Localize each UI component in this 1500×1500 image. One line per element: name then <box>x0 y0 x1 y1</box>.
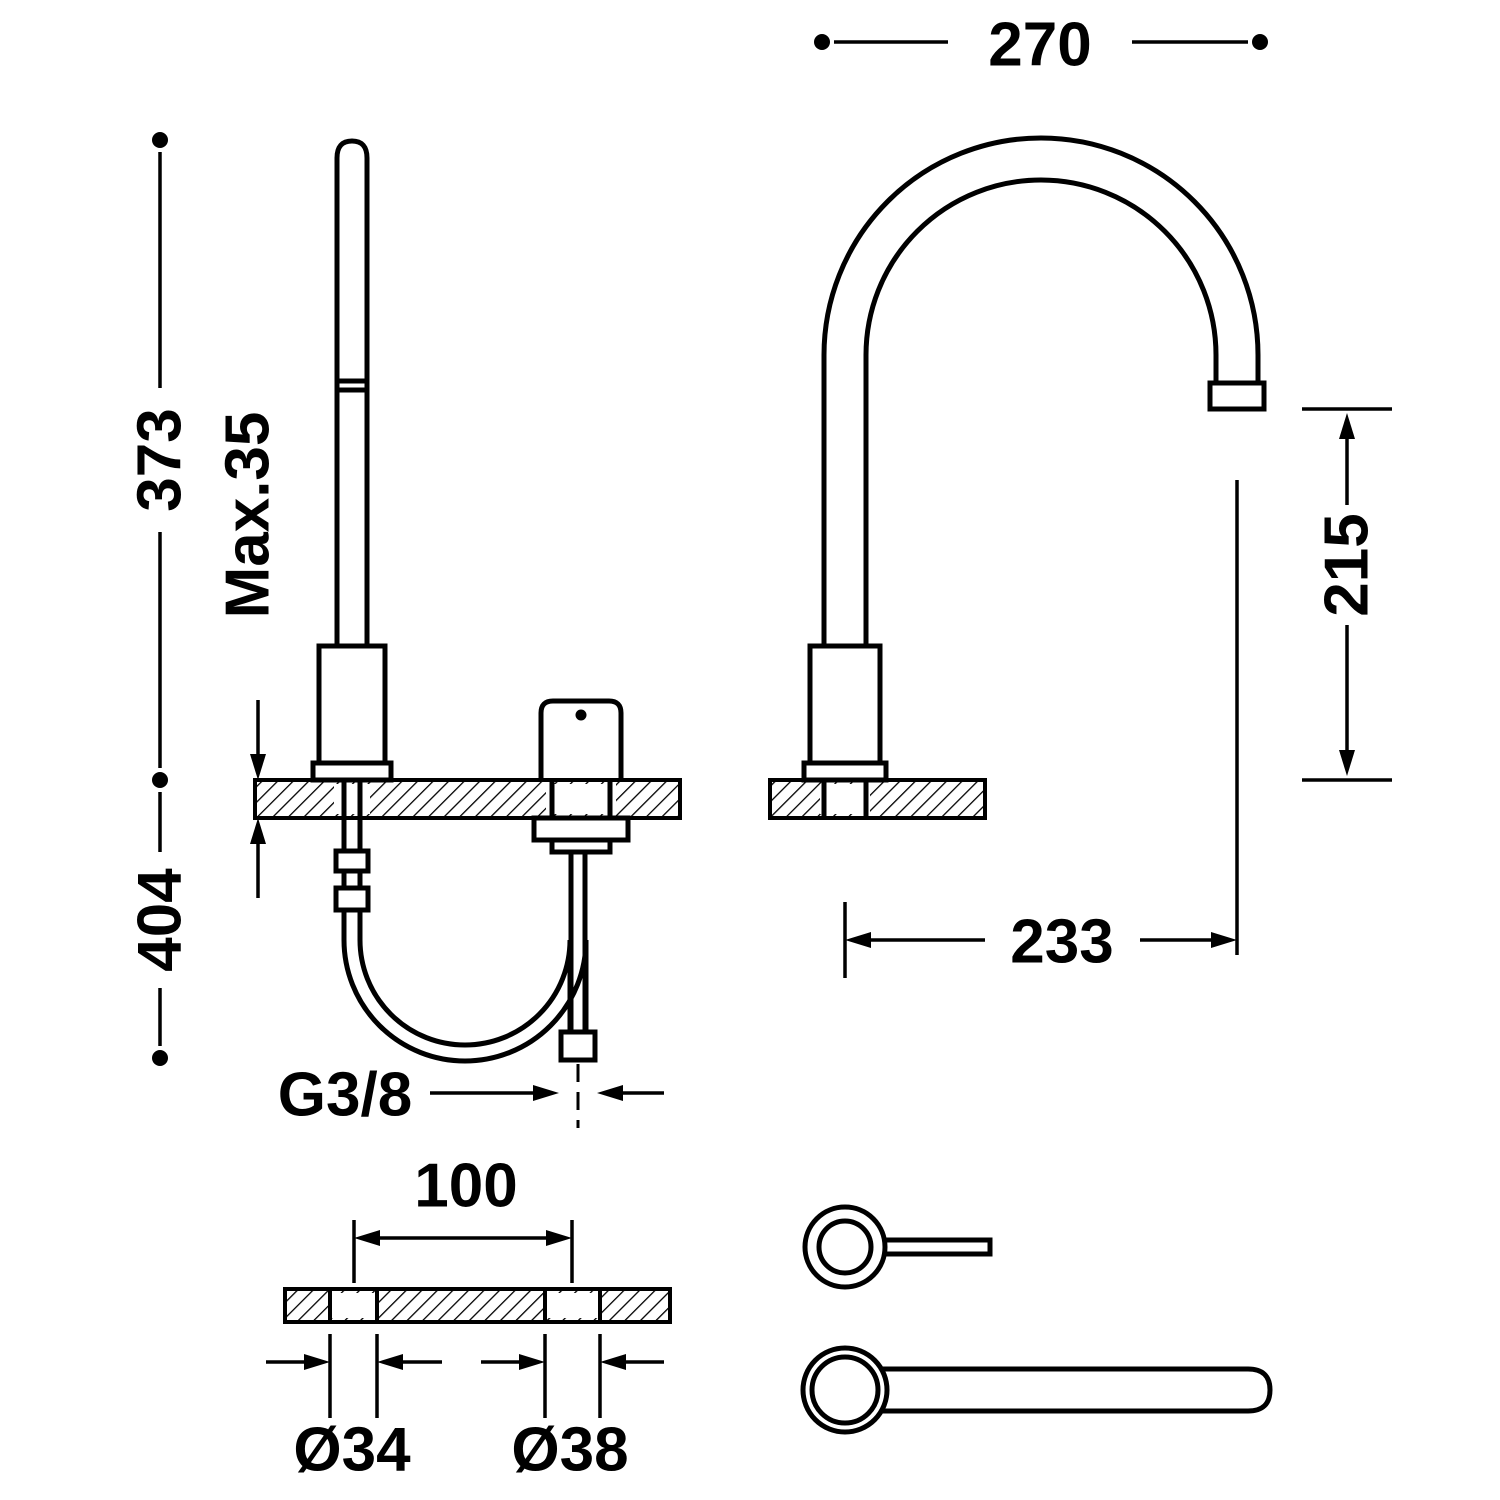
gooseneck-inner <box>863 177 1219 646</box>
deck-hole-gap <box>332 1293 375 1318</box>
shank-nut-lower <box>333 885 371 913</box>
counter-hole-gap <box>334 784 370 814</box>
supply-connector <box>558 1029 598 1063</box>
arrowhead-left <box>845 932 871 948</box>
arrowhead-left <box>354 1230 380 1246</box>
counter-section <box>253 778 682 820</box>
handle-ring-inner <box>816 1218 874 1276</box>
valve-mount-nut <box>531 815 631 843</box>
arrowhead-left <box>377 1354 403 1370</box>
dim-g38 <box>430 1085 664 1101</box>
front-view-counter <box>768 778 987 820</box>
arrowhead-left <box>597 1085 623 1101</box>
dim-d34-label: Ø34 <box>293 1416 411 1485</box>
reference-dot <box>814 34 830 50</box>
arrowhead-down <box>250 754 266 780</box>
counter-section <box>768 778 987 820</box>
shank-nut-upper <box>333 848 371 874</box>
dim-hole-diameters <box>266 1334 664 1418</box>
handle-set-screw <box>575 709 587 721</box>
spout-base-flange <box>310 760 394 783</box>
arrowhead-right <box>533 1085 559 1101</box>
reference-dot <box>152 1050 168 1066</box>
arrowhead-up <box>250 818 266 844</box>
dim-373-label: 373 <box>126 408 195 511</box>
dim-d38-label: Ø38 <box>511 1416 628 1485</box>
arrowhead-right <box>519 1354 545 1370</box>
arrowhead-left <box>600 1354 626 1370</box>
dim-max35 <box>250 700 266 898</box>
deck-hole-gap <box>547 1293 598 1318</box>
dim-100-label: 100 <box>414 1152 517 1221</box>
reference-dot <box>152 772 168 788</box>
hose-inner <box>357 910 573 1048</box>
handle-collar-outer <box>800 1345 890 1435</box>
counter-hole-gap <box>820 784 870 814</box>
spout-tube-outline <box>334 138 370 648</box>
plan-view-deck <box>283 1287 672 1324</box>
dim-g38-label: G3/8 <box>278 1061 412 1130</box>
arrowhead-right <box>1211 932 1237 948</box>
reference-dot <box>152 132 168 148</box>
dim-404-label: 404 <box>126 868 195 972</box>
side-view-undercounter <box>333 780 631 1128</box>
arrowhead-right <box>546 1230 572 1246</box>
handle-body <box>538 698 624 780</box>
hose-outer <box>341 910 589 1064</box>
counter-hole-gap <box>546 784 616 814</box>
dim-100 <box>352 1220 574 1283</box>
side-view-counter <box>253 778 682 820</box>
dim-233-label: 233 <box>1010 908 1113 977</box>
arrowhead-up <box>1339 413 1355 439</box>
arrowhead-right <box>304 1354 330 1370</box>
dim-233 <box>843 480 1239 978</box>
handle-lever-side <box>845 1366 1273 1414</box>
dim-215 <box>1302 407 1392 782</box>
handle-collar-inner <box>809 1354 881 1426</box>
arrowhead-down <box>1339 750 1355 776</box>
dim-373-404 <box>152 132 168 1066</box>
gooseneck-outer <box>821 135 1261 646</box>
dim-270 <box>814 34 1268 50</box>
spout-base <box>316 643 388 766</box>
front-view-faucet <box>801 135 1267 783</box>
valve-mount-step <box>549 837 613 855</box>
spout-outlet-tip <box>1207 380 1267 412</box>
handle-side-view <box>800 1345 1273 1435</box>
dim-270-label: 270 <box>988 11 1091 80</box>
reference-dot <box>1252 34 1268 50</box>
side-view-faucet <box>310 138 624 783</box>
handle-top-view <box>802 1204 993 1290</box>
dim-max35-label: Max.35 <box>214 412 283 619</box>
front-base-flange <box>801 760 889 783</box>
front-base <box>807 643 883 766</box>
dim-215-label: 215 <box>1313 513 1382 616</box>
